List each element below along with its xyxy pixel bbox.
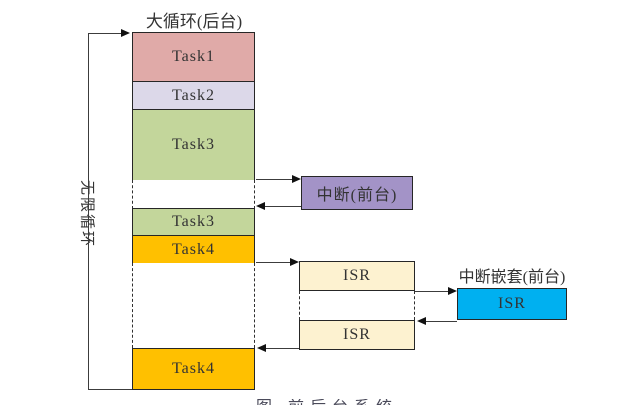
isr1-box: ISR bbox=[299, 261, 415, 291]
isr-gap-left-dash bbox=[299, 291, 300, 320]
loop-bottom-line bbox=[88, 389, 133, 390]
task2-label: Task2 bbox=[172, 86, 215, 104]
arrow-task3-to-interrupt-line bbox=[256, 179, 293, 180]
loop-top-line bbox=[88, 33, 122, 34]
arrow-isr-return-head-icon bbox=[257, 344, 266, 352]
arrow-nested-return-line bbox=[426, 321, 457, 322]
arrow-task4-to-isr-head-icon bbox=[290, 258, 299, 266]
arrow-isr-to-nested-line bbox=[415, 291, 449, 292]
arrow-task4-to-isr-line bbox=[256, 262, 291, 263]
task4-resume-label: Task4 bbox=[172, 360, 215, 377]
task4-box: Task4 bbox=[132, 235, 255, 264]
arrow-isr-to-nested-head-icon bbox=[448, 287, 457, 295]
task3-label: Task3 bbox=[172, 136, 215, 153]
arrow-interrupt-return-line bbox=[264, 206, 301, 207]
task3-resume-label: Task3 bbox=[172, 213, 215, 230]
diagram-title: 大循环(后台) bbox=[145, 12, 243, 31]
caption-fragment: 图 前后台系统 bbox=[237, 399, 417, 405]
interrupt-box: 中断(前台) bbox=[301, 176, 413, 210]
task4-resume-box: Task4 bbox=[132, 348, 255, 390]
isr2-label: ISR bbox=[343, 326, 371, 343]
task4-label: Task4 bbox=[172, 240, 215, 258]
nested-isr-label: ISR bbox=[498, 295, 526, 312]
nested-isr-box: ISR bbox=[457, 288, 567, 320]
interrupt-label: 中断(前台) bbox=[316, 187, 398, 204]
loop-left-line bbox=[88, 33, 89, 390]
task3-resume-box: Task3 bbox=[132, 208, 255, 236]
arrow-nested-return-head-icon bbox=[417, 317, 426, 325]
column-gap-interrupt bbox=[132, 180, 255, 209]
loop-top-arrowhead-icon bbox=[121, 29, 130, 37]
task2-box: Task2 bbox=[132, 81, 255, 110]
task1-label: Task1 bbox=[172, 48, 215, 65]
isr-gap-right-dash bbox=[414, 291, 415, 320]
isr1-label: ISR bbox=[343, 267, 371, 284]
column-gap-isr bbox=[132, 263, 255, 348]
isr2-box: ISR bbox=[299, 320, 415, 350]
arrow-interrupt-return-head-icon bbox=[256, 202, 265, 210]
arrow-task3-to-interrupt-head-icon bbox=[292, 175, 301, 183]
task3-box: Task3 bbox=[132, 109, 255, 181]
task1-box: Task1 bbox=[132, 32, 255, 82]
arrow-isr-return-line bbox=[266, 348, 299, 349]
nested-interrupt-title: 中断嵌套(前台) bbox=[458, 269, 566, 286]
